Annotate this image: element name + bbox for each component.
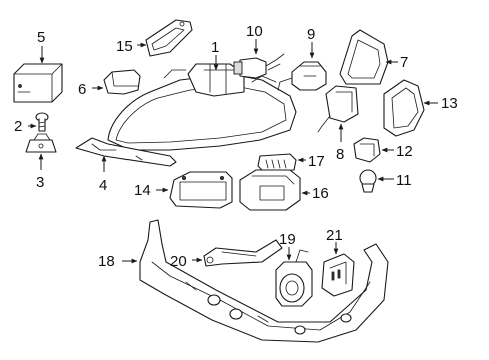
part-17-connector[interactable] [257, 153, 297, 173]
part-5-module-box[interactable] [13, 63, 63, 103]
part-2-screw[interactable] [35, 112, 49, 132]
callout-13: 13 [441, 95, 458, 112]
part-21-control-module[interactable] [321, 253, 355, 297]
callout-3: 3 [36, 174, 44, 191]
callout-4: 4 [99, 177, 107, 194]
callout-14: 14 [134, 182, 151, 199]
part-9-bulb-socket[interactable] [277, 61, 327, 91]
callout-6: 6 [78, 81, 86, 98]
callout-10: 10 [246, 23, 263, 40]
callout-15: 15 [116, 38, 133, 55]
callout-16: 16 [312, 185, 329, 202]
part-7-gasket-seal[interactable] [339, 29, 389, 85]
part-20-link[interactable] [203, 239, 283, 267]
part-13-cap[interactable] [383, 79, 425, 137]
callout-21: 21 [326, 227, 343, 244]
callout-9: 9 [307, 26, 315, 43]
callout-18: 18 [98, 253, 115, 270]
part-11-small-bulb[interactable] [359, 169, 377, 193]
part-8-igniter[interactable] [317, 85, 359, 133]
part-19-adjuster-motor[interactable] [275, 249, 313, 307]
callout-5: 5 [37, 29, 45, 46]
part-10-bulb[interactable] [233, 53, 285, 79]
callout-19: 19 [279, 231, 296, 248]
callout-12: 12 [396, 143, 413, 160]
callout-20: 20 [170, 253, 187, 270]
callout-2: 2 [14, 118, 22, 135]
callout-1: 1 [211, 39, 219, 56]
part-18-carrier[interactable] [139, 219, 389, 343]
part-3-clip-nut[interactable] [25, 133, 57, 153]
callout-8: 8 [336, 146, 344, 163]
part-14-ballast[interactable] [169, 171, 233, 209]
part-16-control-unit[interactable] [239, 169, 301, 211]
callout-7: 7 [400, 54, 408, 71]
part-12-socket[interactable] [353, 137, 381, 163]
callout-17: 17 [308, 153, 325, 170]
part-4-bracket[interactable] [75, 137, 177, 167]
part-1-headlamp-assembly[interactable] [107, 63, 297, 151]
part-6-cover[interactable] [103, 69, 141, 95]
callout-11: 11 [396, 172, 412, 189]
part-15-gasket[interactable] [145, 19, 193, 57]
